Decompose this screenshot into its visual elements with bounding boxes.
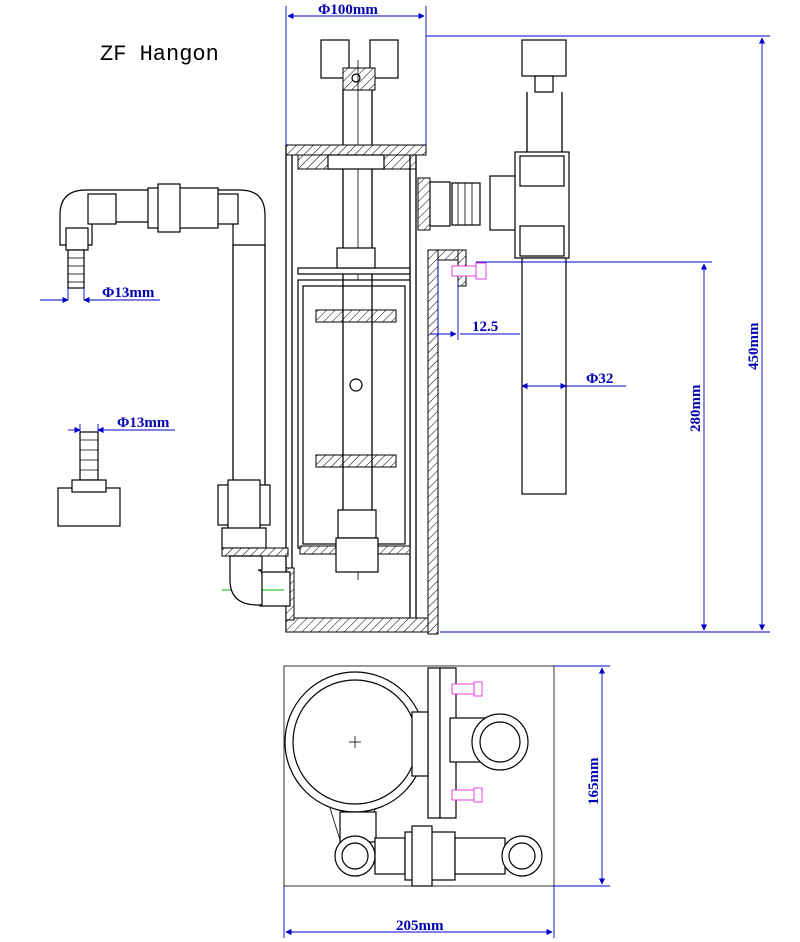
side-connector-top-view bbox=[411, 711, 429, 777]
pump-tee-top-socket bbox=[519, 155, 565, 187]
pipe-right-top-view bbox=[454, 837, 506, 875]
side-connector-flange bbox=[417, 177, 431, 231]
chamber-port bbox=[349, 378, 363, 392]
standpipe-top-cap bbox=[521, 39, 567, 77]
side-connector bbox=[429, 181, 451, 227]
inlet-union-nut bbox=[57, 487, 121, 527]
shaft-nut-top bbox=[336, 247, 376, 269]
union-nut-mid bbox=[227, 479, 261, 531]
bracket-top-view bbox=[427, 667, 441, 819]
clamp-bolt-top-a bbox=[451, 683, 475, 695]
inlet-hose-barb bbox=[79, 431, 99, 481]
standpipe-inner-top-view bbox=[479, 721, 521, 763]
hangon-bracket bbox=[427, 249, 439, 635]
base-plate bbox=[285, 617, 429, 633]
dim-offset: 12.5 bbox=[472, 319, 498, 335]
inner-plate-top bbox=[297, 267, 411, 275]
shaft-nut-bottom bbox=[337, 509, 377, 539]
pipe-coupling-lower bbox=[221, 527, 267, 549]
clamp-bolt-head-top-a bbox=[473, 681, 483, 697]
union-nut-top-view bbox=[411, 825, 433, 887]
top-view bbox=[283, 665, 555, 887]
dim-width-205: 205mm bbox=[396, 918, 444, 934]
lower-elbow bbox=[229, 555, 263, 606]
inner-chamber-wall bbox=[302, 285, 406, 545]
clamp-bolt-head-front bbox=[475, 262, 487, 280]
diffuser-plate-lower bbox=[315, 454, 397, 468]
lid-opening bbox=[327, 154, 385, 170]
cap-left-lug bbox=[320, 39, 350, 79]
pipe-support-plate bbox=[221, 547, 289, 557]
diffuser-plate-upper bbox=[315, 309, 397, 323]
elbow-left-inner-top-view bbox=[341, 842, 369, 870]
elbow-right-inner-top-view bbox=[508, 842, 536, 870]
inlet-elbow-fitting bbox=[259, 571, 291, 607]
pump-tee-bottom-socket bbox=[519, 225, 565, 257]
down-pipe-top-view bbox=[339, 811, 377, 843]
dim-pipe-diameter: Φ32 bbox=[586, 371, 613, 387]
outlet-hose-barb bbox=[67, 249, 85, 289]
pipe-left-top-view bbox=[374, 837, 406, 875]
cap-hole bbox=[351, 73, 361, 83]
inlet-union-collar bbox=[71, 479, 107, 493]
union-nut-top bbox=[157, 183, 181, 233]
clamp-bolt-head-top-b bbox=[473, 787, 483, 803]
front-view bbox=[57, 39, 570, 635]
dim-depth-165: 165mm bbox=[586, 757, 602, 805]
outlet-elbow-stub bbox=[65, 227, 89, 251]
side-hose-barb bbox=[451, 182, 481, 226]
top-flange bbox=[285, 144, 427, 156]
bottom-coupling bbox=[335, 537, 379, 573]
dim-top-diameter: Φ100mm bbox=[318, 2, 378, 18]
dim-height-280: 280mm bbox=[688, 384, 704, 432]
standpipe-body bbox=[521, 257, 567, 495]
drawing-title: ZF Hangon bbox=[100, 42, 219, 67]
front-dimensions: Φ100mm Φ13mm Φ13mm 12.5 Φ32 280mm 450mm bbox=[40, 2, 770, 633]
standpipe-top-stem bbox=[534, 75, 554, 93]
dim-height-450: 450mm bbox=[746, 322, 762, 370]
clamp-bolt-front bbox=[451, 265, 477, 277]
clamp-bolt-top-b bbox=[451, 789, 475, 801]
u-pipe-coupling-left bbox=[87, 193, 117, 225]
dim-outlet-diameter: Φ13mm bbox=[102, 285, 155, 301]
dim-inlet-diameter: Φ13mm bbox=[117, 415, 170, 431]
top-dimensions: 165mm 205mm bbox=[283, 665, 610, 938]
